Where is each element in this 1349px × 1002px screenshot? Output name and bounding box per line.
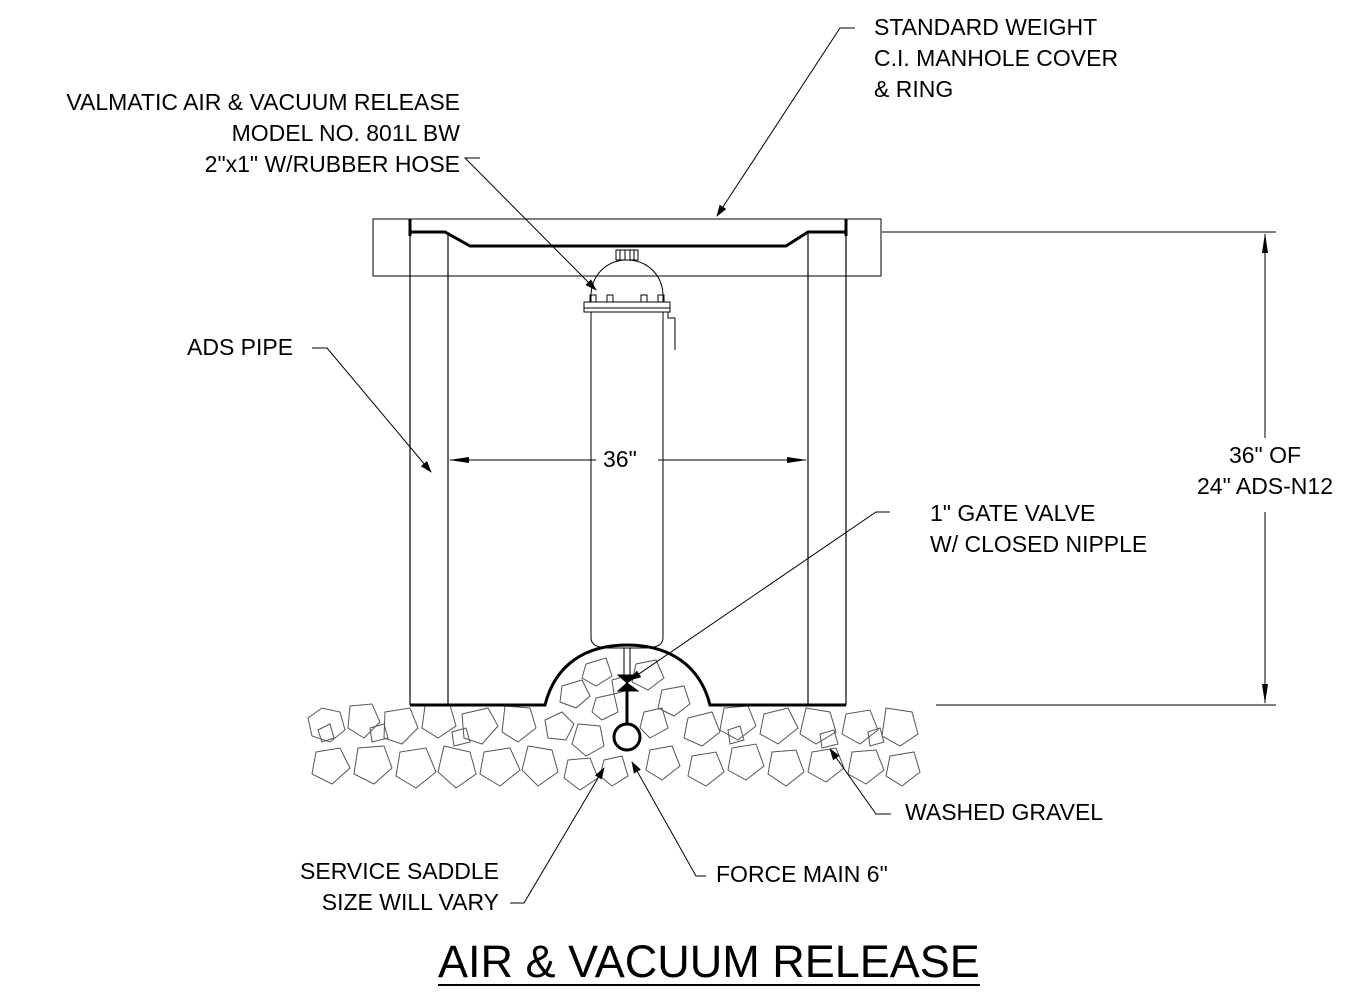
width-dimension-text: 36": [603, 446, 637, 472]
saddle-label-line: SERVICE SADDLE: [300, 858, 499, 884]
manhole-cover-ring: [372, 218, 882, 277]
washed-gravel: [307, 657, 921, 791]
pipe-label-text: ADS PIPE: [187, 334, 294, 360]
gate-valve-assembly: [616, 648, 640, 724]
width-dimension-label: 36": [603, 444, 637, 475]
height-dimension-line: 36" OF: [1228, 442, 1302, 468]
gate-valve-line: 1" GATE VALVE: [930, 500, 1096, 526]
valve-label-line: VALMATIC AIR & VACUUM RELEASE: [66, 89, 460, 115]
height-dimension-label: 36" OF 24" ADS-N12: [1195, 440, 1335, 502]
saddle-label-line: SIZE WILL VARY: [321, 889, 499, 915]
leader-lines: [312, 27, 891, 904]
gate-valve-line: W/ CLOSED NIPPLE: [930, 531, 1148, 557]
force-main-label-text: FORCE MAIN 6": [716, 861, 888, 887]
saddle-label: SERVICE SADDLE SIZE WILL VARY: [300, 856, 499, 918]
pipe-bottom-arch: [410, 643, 846, 707]
cover-label-line: & RING: [874, 76, 954, 102]
cover-label-line: C.I. MANHOLE COVER: [874, 45, 1119, 71]
height-dimension: [882, 231, 1276, 706]
height-dimension-line: 24" ADS-N12: [1196, 473, 1333, 499]
gravel-label: WASHED GRAVEL: [905, 797, 1103, 828]
valve-label-line: 2"x1" W/RUBBER HOSE: [204, 151, 460, 177]
pipe-label: ADS PIPE: [187, 332, 293, 363]
valve-label: VALMATIC AIR & VACUUM RELEASE MODEL NO. …: [66, 87, 460, 180]
ads-pipe: [409, 232, 847, 705]
drawing-title: AIR & VACUUM RELEASE: [438, 936, 980, 987]
cover-label: STANDARD WEIGHT C.I. MANHOLE COVER & RIN…: [874, 12, 1118, 105]
valve-label-line: MODEL NO. 801L BW: [231, 120, 460, 146]
force-main-label: FORCE MAIN 6": [716, 859, 888, 890]
gravel-label-text: WASHED GRAVEL: [905, 799, 1104, 825]
force-main-pipe: [612, 722, 642, 752]
gate-valve-label: 1" GATE VALVE W/ CLOSED NIPPLE: [897, 498, 1147, 560]
cover-label-line: STANDARD WEIGHT: [874, 14, 1098, 40]
